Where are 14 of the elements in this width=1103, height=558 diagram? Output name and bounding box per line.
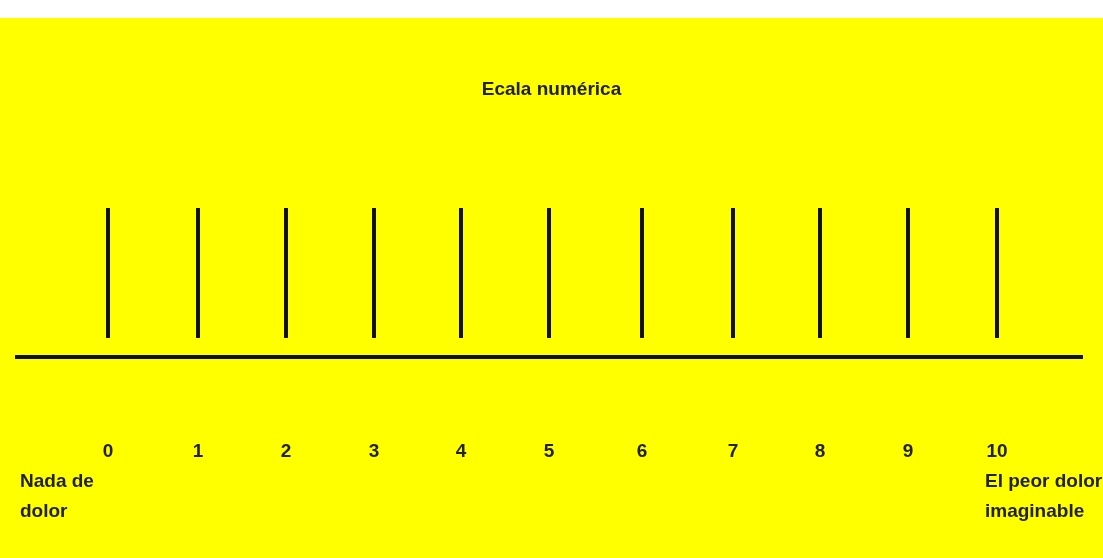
scale-number: 0: [101, 439, 115, 463]
scale-end-label: Nada de dolor: [20, 469, 95, 523]
scale-number: 5: [542, 439, 556, 463]
scale-number: 10: [985, 439, 1009, 463]
scale-number: 1: [191, 439, 205, 463]
scale-number: 4: [454, 439, 468, 463]
scale-number: 8: [813, 439, 827, 463]
scale-number: 6: [635, 439, 649, 463]
scale-number: 3: [367, 439, 381, 463]
scale-title: Ecala numérica: [480, 77, 623, 101]
scale-number: 9: [901, 439, 915, 463]
scale-number: 2: [279, 439, 293, 463]
scale-number: 7: [726, 439, 740, 463]
scale-end-label: El peor dolor imaginable: [985, 469, 1103, 523]
